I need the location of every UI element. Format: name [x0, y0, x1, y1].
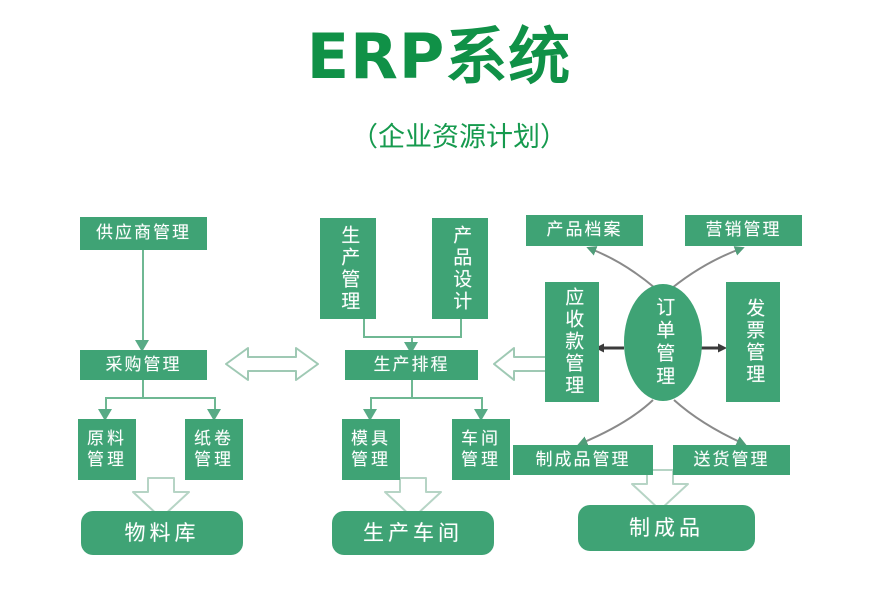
node-order-mgmt[interactable]: 订单管理 [624, 284, 702, 401]
node-finished-goods[interactable]: 制成品 [578, 505, 755, 551]
line-purchase-down [142, 380, 144, 398]
line-scheduling-branch [370, 397, 482, 399]
node-receivables-mgmt[interactable]: 应收款管理 [545, 282, 599, 402]
hollow-down-arrow-finished-goods [631, 469, 689, 511]
line-product-design-down [460, 319, 462, 337]
line-to-paper-roll [214, 397, 216, 417]
node-marketing-mgmt[interactable]: 营销管理 [685, 215, 802, 246]
page-subtitle: （企业资源计划） [351, 122, 567, 153]
line-down-to-scheduling [411, 336, 413, 350]
line-to-raw-material [105, 397, 107, 417]
node-supplier-mgmt[interactable]: 供应商管理 [80, 217, 207, 250]
line-to-mold [370, 397, 372, 417]
line-production-mgmt-down [363, 319, 365, 337]
curve-order-to-product-archive [586, 246, 656, 289]
hollow-double-arrow-purchase-scheduling [225, 347, 319, 381]
line-to-workshop [481, 397, 483, 417]
node-raw-material-mgmt[interactable]: 原料 管理 [78, 419, 136, 480]
node-production-mgmt[interactable]: 生产管理 [320, 218, 376, 319]
line-scheduling-down [411, 380, 413, 398]
node-purchase-mgmt[interactable]: 采购管理 [80, 350, 207, 380]
page-title: ERP系统 [306, 20, 572, 93]
node-production-workshop[interactable]: 生产车间 [332, 511, 494, 555]
node-production-scheduling[interactable]: 生产排程 [345, 350, 478, 380]
line-supplier-to-purchase [142, 250, 144, 348]
node-mold-mgmt[interactable]: 模具 管理 [342, 419, 400, 480]
node-product-design[interactable]: 产品设计 [432, 218, 488, 319]
line-purchase-branch [105, 397, 216, 399]
curve-order-to-finished-goods-mgmt [577, 399, 654, 446]
node-delivery-mgmt[interactable]: 送货管理 [673, 445, 790, 475]
curve-order-to-delivery [673, 399, 747, 446]
node-invoice-mgmt[interactable]: 发票管理 [726, 282, 780, 402]
node-workshop-mgmt[interactable]: 车间 管理 [452, 419, 510, 480]
node-finished-goods-mgmt[interactable]: 制成品管理 [513, 445, 653, 475]
node-material-warehouse[interactable]: 物料库 [81, 511, 243, 555]
node-paper-roll-mgmt[interactable]: 纸卷 管理 [185, 419, 243, 480]
node-product-archive[interactable]: 产品档案 [526, 215, 643, 246]
